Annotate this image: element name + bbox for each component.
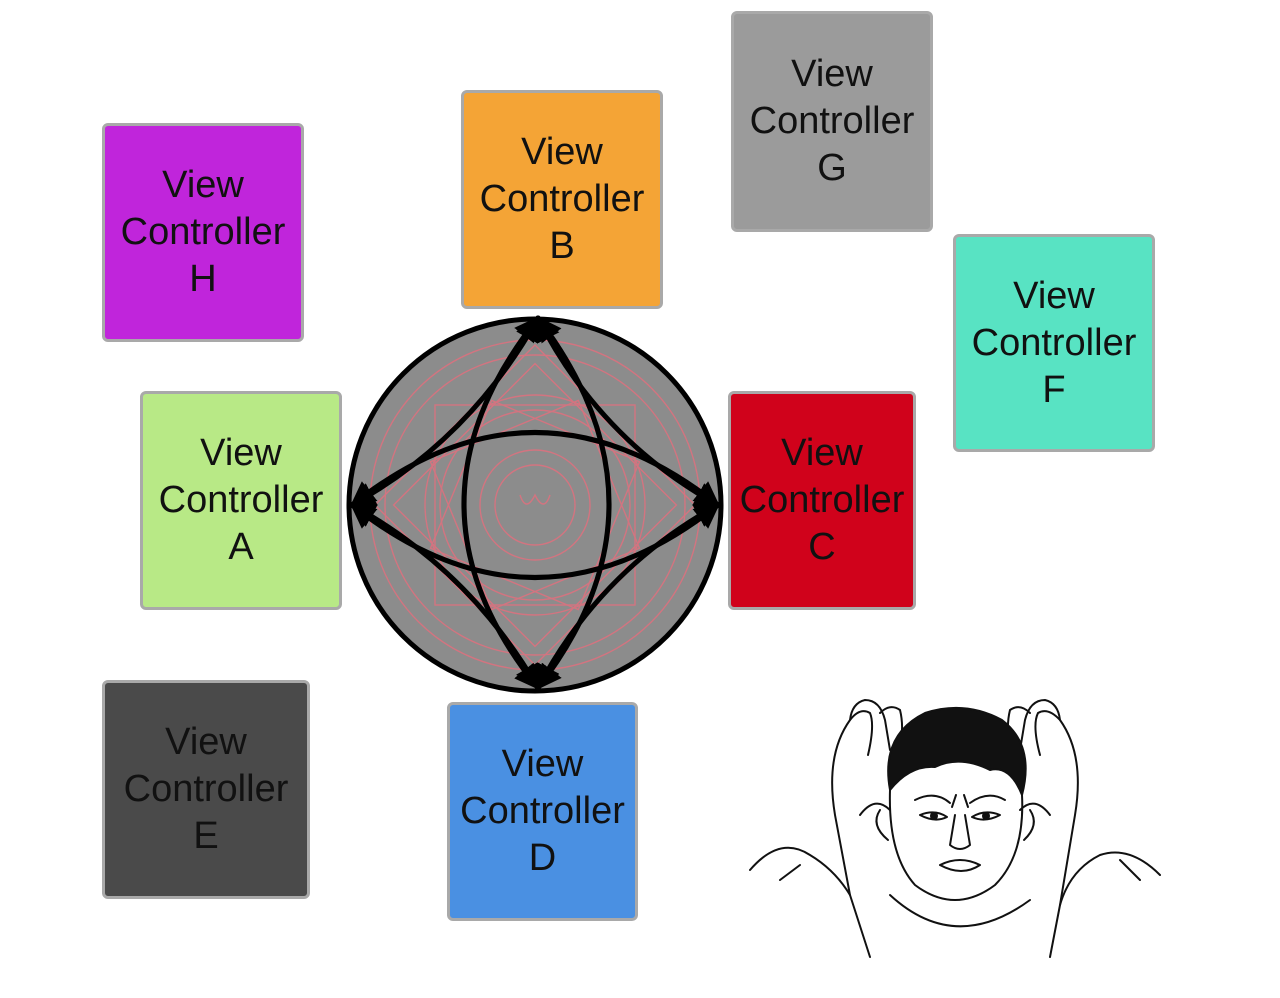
vc-h-letter: H xyxy=(189,258,217,300)
vc-h-line2: Controller xyxy=(120,211,286,253)
view-controller-b: View Controller B xyxy=(461,90,663,309)
view-controller-c: View Controller C xyxy=(728,391,916,610)
vc-b-line1: View xyxy=(521,131,603,173)
vc-a-line1: View xyxy=(200,432,282,474)
vc-b-letter: B xyxy=(549,225,575,267)
vc-d-letter: D xyxy=(528,837,557,879)
vc-c-line1: View xyxy=(781,432,863,474)
view-controller-e: View Controller E xyxy=(102,680,310,899)
vc-a-letter: A xyxy=(228,526,254,568)
navigation-arrows xyxy=(346,315,724,694)
vc-f-line1: View xyxy=(1013,274,1095,317)
vc-c-letter: C xyxy=(808,526,836,568)
vc-h-line1: View xyxy=(162,164,244,206)
vc-d-line2: Controller xyxy=(460,790,625,832)
vc-e-line2: Controller xyxy=(123,768,289,810)
vc-c-line2: Controller xyxy=(739,479,905,521)
vc-g-line2: Controller xyxy=(749,100,915,142)
view-controller-a: View Controller A xyxy=(140,391,342,610)
confused-face-meme-icon xyxy=(749,699,1161,958)
vc-a-line2: Controller xyxy=(158,479,324,521)
view-controller-d: View Controller D xyxy=(447,702,638,921)
view-controller-f: View Controller F xyxy=(953,234,1155,452)
vc-e-line1: View xyxy=(165,721,247,763)
vc-e-letter: E xyxy=(193,815,219,857)
vc-f-line2: Controller xyxy=(971,321,1137,364)
vc-b-line2: Controller xyxy=(479,178,645,220)
view-controller-h: View Controller H xyxy=(102,123,304,342)
vc-g-letter: G xyxy=(817,147,847,189)
vc-f-letter: F xyxy=(1042,368,1066,411)
vc-g-line1: View xyxy=(791,53,873,95)
vc-d-line1: View xyxy=(501,743,584,785)
view-controller-g: View Controller G xyxy=(731,11,933,232)
